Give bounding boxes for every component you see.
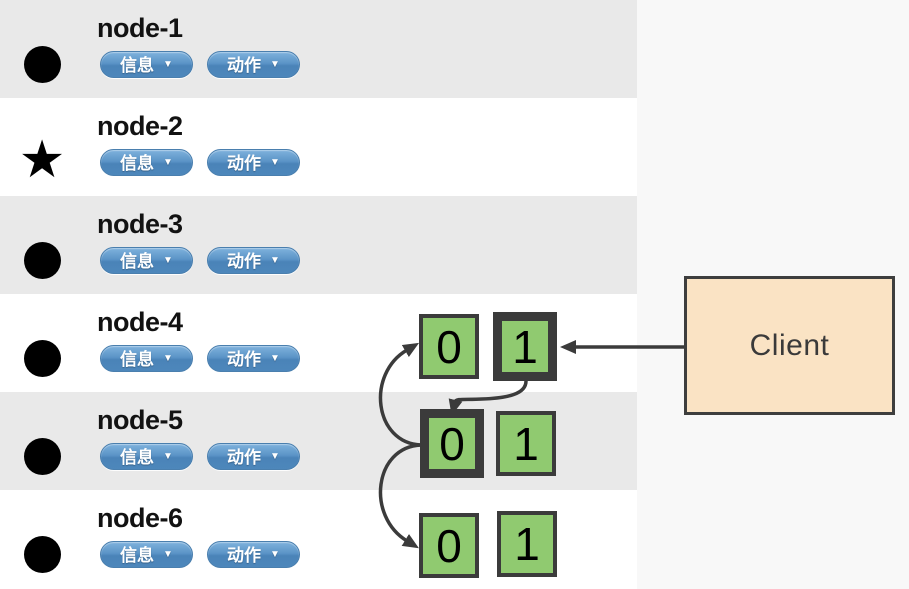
bit-cell-node6-left: 0 <box>419 513 479 578</box>
node-button-group: 信息 ▼ 动作 ▼ <box>100 149 300 176</box>
action-button-label: 动作 <box>227 56 262 75</box>
action-dropdown-button[interactable]: 动作 ▼ <box>207 345 300 372</box>
node-status-icon-slot <box>20 336 64 380</box>
node-status-icon-slot <box>20 434 64 478</box>
node-row-2: ★ node-2 信息 ▼ 动作 ▼ <box>0 98 637 196</box>
client-box: Client <box>684 276 895 415</box>
chevron-down-icon: ▼ <box>270 549 280 560</box>
node-title: node-4 <box>97 307 183 337</box>
chevron-down-icon: ▼ <box>163 549 173 560</box>
action-button-label: 动作 <box>227 350 262 369</box>
chevron-down-icon: ▼ <box>270 353 280 364</box>
bit-cell-node4-left: 0 <box>419 314 479 379</box>
action-button-label: 动作 <box>227 154 262 173</box>
action-dropdown-button[interactable]: 动作 ▼ <box>207 51 300 78</box>
info-button-label: 信息 <box>120 350 155 369</box>
node-status-icon-slot: ★ <box>19 134 66 186</box>
info-button-label: 信息 <box>120 154 155 173</box>
bit-cell-node4-right-highlighted: 1 <box>493 312 557 381</box>
follower-circle-icon <box>23 535 61 573</box>
bit-cell-node6-right: 1 <box>497 511 557 577</box>
action-button-label: 动作 <box>227 252 262 271</box>
node-title: node-3 <box>97 209 183 239</box>
action-dropdown-button[interactable]: 动作 ▼ <box>207 443 300 470</box>
node-title: node-1 <box>97 13 183 43</box>
info-dropdown-button[interactable]: 信息 ▼ <box>100 51 193 78</box>
node-row-3: node-3 信息 ▼ 动作 ▼ <box>0 196 637 294</box>
follower-circle-icon <box>23 339 61 377</box>
action-dropdown-button[interactable]: 动作 ▼ <box>207 247 300 274</box>
node-button-group: 信息 ▼ 动作 ▼ <box>100 443 300 470</box>
node-row-1: node-1 信息 ▼ 动作 ▼ <box>0 0 637 98</box>
chevron-down-icon: ▼ <box>270 255 280 266</box>
client-label: Client <box>749 328 830 362</box>
action-dropdown-button[interactable]: 动作 ▼ <box>207 149 300 176</box>
action-button-label: 动作 <box>227 448 262 467</box>
info-dropdown-button[interactable]: 信息 ▼ <box>100 247 193 274</box>
info-dropdown-button[interactable]: 信息 ▼ <box>100 443 193 470</box>
follower-circle-icon <box>23 45 61 83</box>
chevron-down-icon: ▼ <box>163 59 173 70</box>
action-button-label: 动作 <box>227 546 262 565</box>
info-dropdown-button[interactable]: 信息 ▼ <box>100 541 193 568</box>
node-title: node-2 <box>97 111 183 141</box>
bit-cell-node5-right: 1 <box>496 411 556 476</box>
node-button-group: 信息 ▼ 动作 ▼ <box>100 541 300 568</box>
node-status-icon-slot <box>20 238 64 282</box>
node-title: node-6 <box>97 503 183 533</box>
node-title: node-5 <box>97 405 183 435</box>
chevron-down-icon: ▼ <box>163 157 173 168</box>
follower-circle-icon <box>23 437 61 475</box>
node-button-group: 信息 ▼ 动作 ▼ <box>100 345 300 372</box>
chevron-down-icon: ▼ <box>163 353 173 364</box>
leader-star-icon: ★ <box>18 131 66 189</box>
follower-circle-icon <box>23 241 61 279</box>
action-dropdown-button[interactable]: 动作 ▼ <box>207 541 300 568</box>
node-status-icon-slot <box>20 42 64 86</box>
chevron-down-icon: ▼ <box>270 157 280 168</box>
chevron-down-icon: ▼ <box>270 451 280 462</box>
info-dropdown-button[interactable]: 信息 ▼ <box>100 345 193 372</box>
chevron-down-icon: ▼ <box>163 255 173 266</box>
bit-cell-node5-left-highlighted: 0 <box>420 409 484 478</box>
node-button-group: 信息 ▼ 动作 ▼ <box>100 51 300 78</box>
chevron-down-icon: ▼ <box>270 59 280 70</box>
info-button-label: 信息 <box>120 252 155 271</box>
info-button-label: 信息 <box>120 546 155 565</box>
info-dropdown-button[interactable]: 信息 ▼ <box>100 149 193 176</box>
node-status-icon-slot <box>20 532 64 576</box>
info-button-label: 信息 <box>120 448 155 467</box>
node-button-group: 信息 ▼ 动作 ▼ <box>100 247 300 274</box>
chevron-down-icon: ▼ <box>163 451 173 462</box>
info-button-label: 信息 <box>120 56 155 75</box>
